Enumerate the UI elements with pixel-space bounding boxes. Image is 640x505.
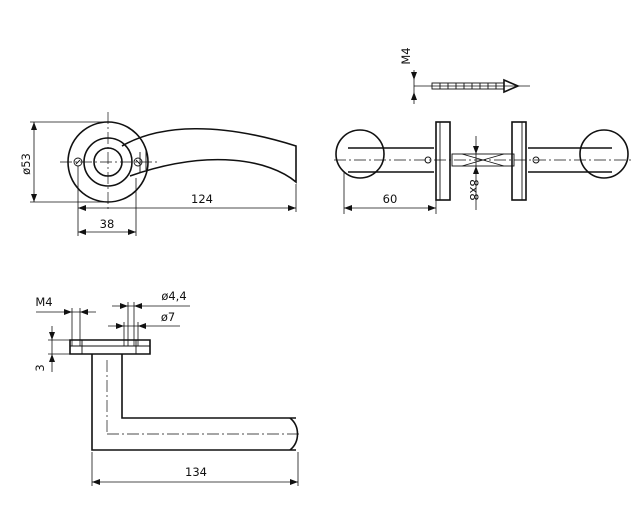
arrow	[411, 72, 417, 80]
arrow	[473, 146, 479, 154]
label-thread: M4	[35, 295, 52, 309]
rose-holes	[81, 340, 137, 354]
arrow	[473, 166, 479, 174]
screw-head	[503, 78, 521, 94]
label-rose-height: 3	[33, 364, 47, 371]
label-hole-large: ø7	[161, 310, 175, 324]
lever-end-left	[335, 129, 385, 179]
lever-profile-inner	[121, 354, 296, 419]
arrow	[78, 205, 86, 211]
arrow	[120, 303, 128, 309]
label-rose-offset: 38	[100, 217, 115, 231]
arrow	[116, 323, 124, 329]
arrow	[31, 122, 37, 130]
screw-slots	[75, 159, 141, 165]
rose-left	[435, 121, 451, 201]
lever-profile-outer	[91, 354, 296, 451]
arrow	[31, 194, 37, 202]
top-view: ø53 124 38	[19, 112, 297, 236]
arrow	[128, 229, 136, 235]
arrow	[64, 309, 72, 315]
label-rose-diameter: ø53	[19, 153, 33, 175]
bottom-view: M4 ø4,4 ø7 3 134	[33, 289, 302, 486]
rose-plate	[69, 339, 151, 355]
label-total-length: 134	[185, 465, 207, 479]
arrow	[411, 92, 417, 100]
arrow	[78, 229, 86, 235]
label-lever-length: 124	[191, 192, 213, 206]
screw-thread	[439, 83, 497, 89]
side-view: M4 8x8 60	[334, 47, 632, 214]
lever-end-right	[579, 129, 629, 179]
arrow	[288, 205, 296, 211]
rose-right	[511, 121, 527, 201]
arrow	[49, 332, 55, 340]
arrow	[134, 303, 142, 309]
arrow	[428, 205, 436, 211]
arrow	[344, 205, 352, 211]
label-spindle: 8x8	[467, 179, 481, 200]
arrow	[49, 354, 55, 362]
label-hole-small: ø4,4	[161, 289, 186, 303]
arrow	[138, 323, 146, 329]
label-screw-size: M4	[399, 47, 413, 64]
label-lever-offset: 60	[383, 192, 398, 206]
arrow	[80, 309, 88, 315]
lever-arm	[121, 127, 297, 184]
arrow	[290, 479, 298, 485]
lever-neck-detail	[139, 150, 147, 172]
arrow	[92, 479, 100, 485]
